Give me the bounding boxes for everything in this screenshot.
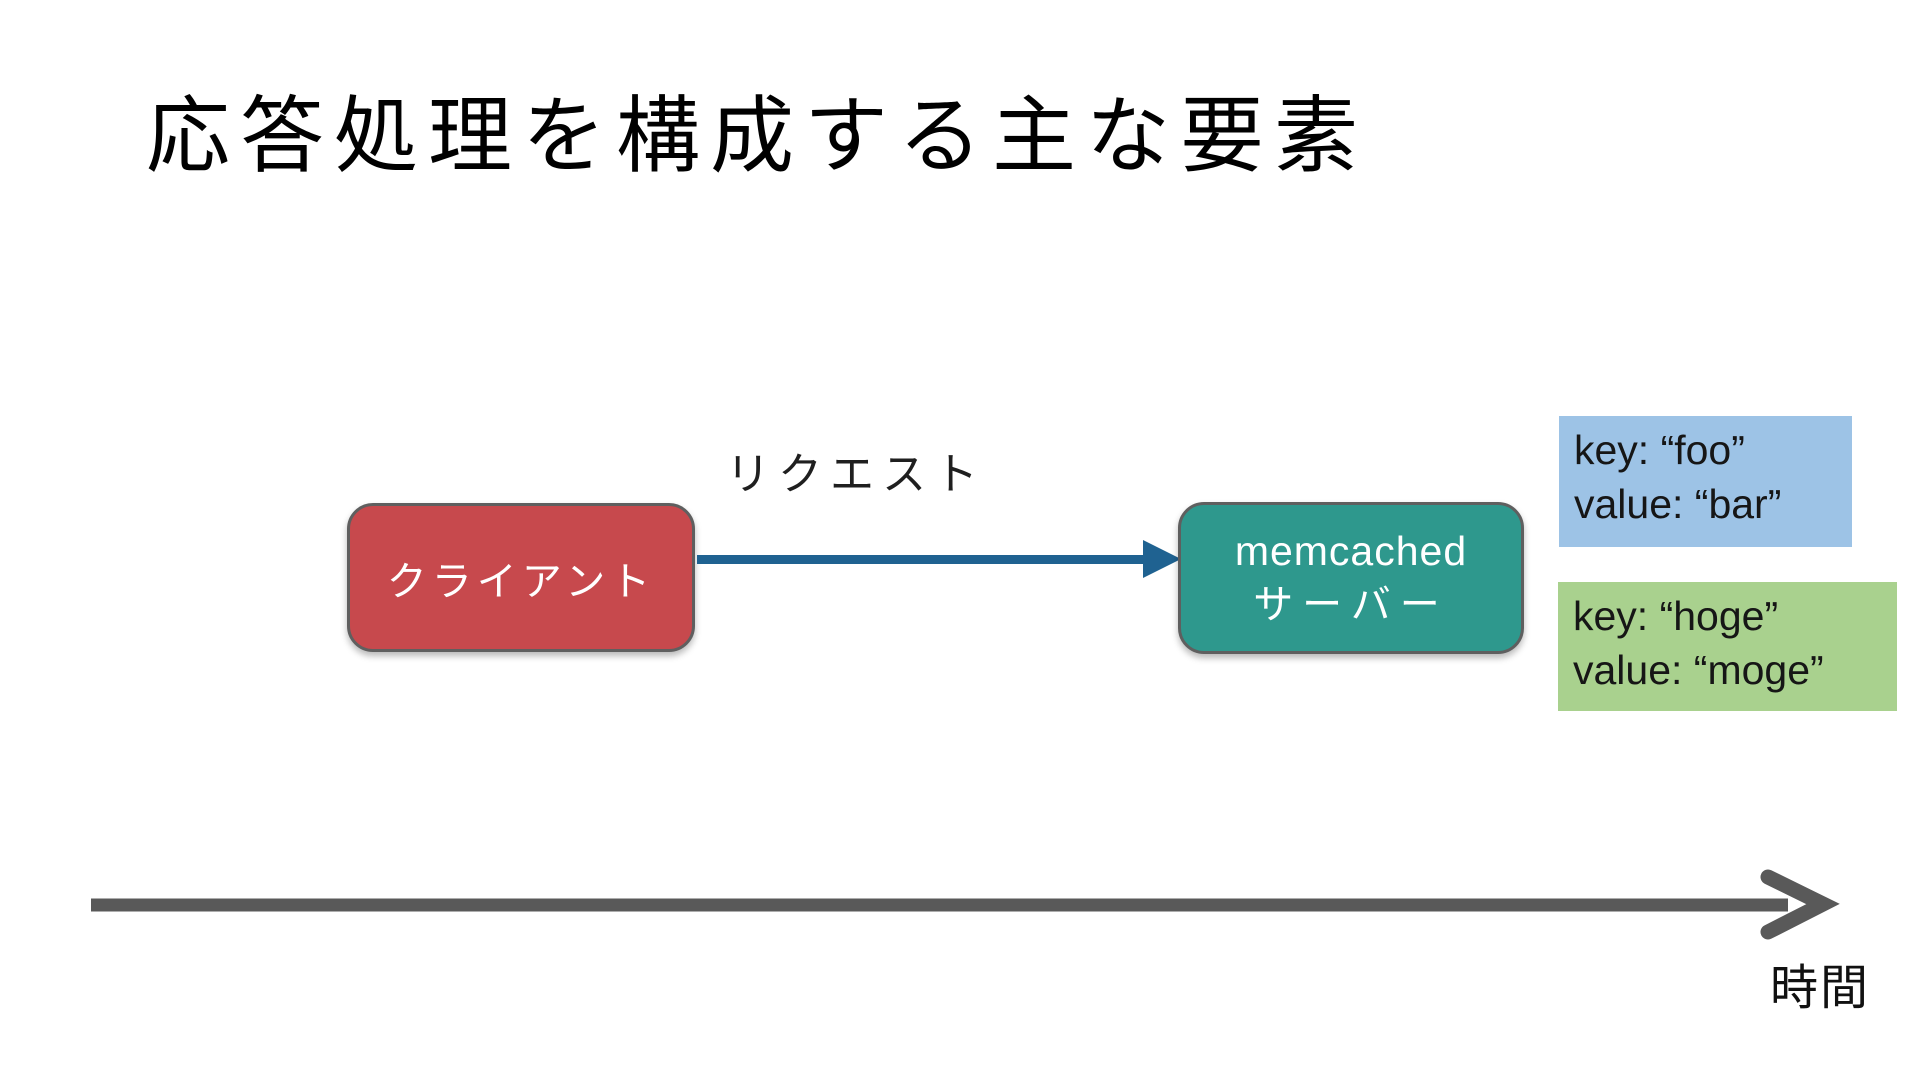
memcached-server-label-line1: memcached xyxy=(1234,528,1468,575)
request-arrow-label: リクエスト xyxy=(726,450,986,499)
request-arrowhead-icon xyxy=(1143,540,1181,578)
kv-box-hoge-key-line: key: “hoge” xyxy=(1573,593,1779,639)
kv-box-hoge-value-line: value: “moge” xyxy=(1573,647,1824,693)
client-node-box: クライアント xyxy=(347,503,695,652)
kv-box-foo-value-line: value: “bar” xyxy=(1574,481,1782,527)
memcached-server-label-line2: サーバー xyxy=(1253,582,1449,627)
kv-box-foo-bar: key: “foo” value: “bar” xyxy=(1559,416,1852,547)
kv-box-foo-key-line: key: “foo” xyxy=(1574,427,1745,473)
client-node-label: クライアント xyxy=(386,559,656,604)
time-axis-label: 時間 xyxy=(1770,962,1871,1015)
memcached-server-node-box: memcached サーバー xyxy=(1178,502,1524,654)
page-title: 応答処理を構成する主な要素 xyxy=(146,89,1369,183)
timeline-arrow xyxy=(91,869,1840,940)
kv-box-hoge-moge: key: “hoge” value: “moge” xyxy=(1558,582,1897,711)
request-arrow xyxy=(697,555,1145,564)
timeline-arrowhead-icon xyxy=(1760,869,1840,940)
